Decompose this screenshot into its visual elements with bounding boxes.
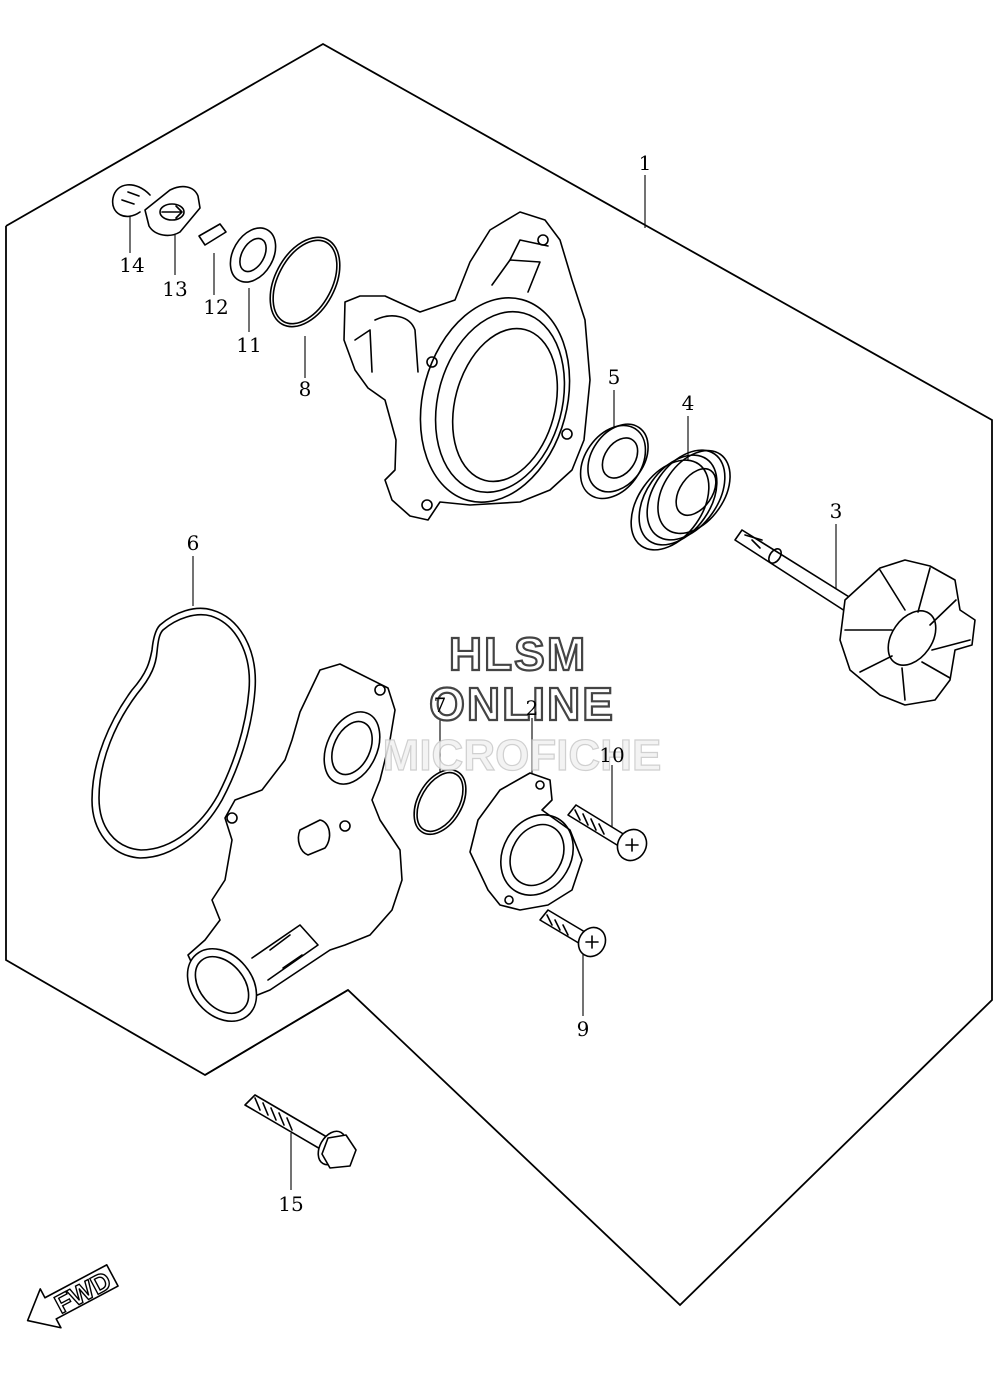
gasket-6	[91, 607, 257, 859]
pin-12	[198, 223, 227, 246]
callout-numbers: 1 2 3 4 5 6 7 8 9 10 11 12 13 14 15	[119, 151, 842, 1216]
screw-9	[539, 909, 607, 958]
callout-9: 9	[577, 1017, 590, 1041]
seal-5	[579, 423, 649, 500]
washer-11	[229, 227, 277, 283]
assembly-outline-inner-step	[204, 989, 349, 1076]
retainer-13	[144, 185, 201, 237]
callout-4: 4	[682, 391, 695, 415]
callout-3: 3	[830, 499, 843, 523]
callout-1: 1	[639, 151, 652, 175]
o-ring-8	[269, 236, 341, 328]
callout-6: 6	[187, 531, 200, 555]
pump-housing	[343, 211, 591, 521]
impeller-shaft-3	[734, 529, 976, 706]
callout-10: 10	[599, 743, 624, 767]
callout-15: 15	[278, 1192, 303, 1216]
flange-bolt-15	[244, 1094, 357, 1169]
callout-12: 12	[203, 295, 228, 319]
callout-13: 13	[162, 277, 187, 301]
o-ring-7	[413, 768, 467, 836]
callout-11: 11	[236, 333, 261, 357]
assembly-outline	[5, 42, 993, 1307]
e-clip-14	[111, 184, 151, 218]
callout-5: 5	[608, 365, 621, 389]
pump-cover	[186, 663, 403, 1023]
watermark-line-2: ONLINE	[429, 678, 615, 730]
leader-lines	[129, 175, 837, 1190]
screw-10	[567, 804, 648, 862]
callout-14: 14	[119, 253, 144, 277]
callout-7: 7	[434, 693, 447, 717]
callout-8: 8	[299, 377, 312, 401]
outlet-fitting-2	[469, 772, 583, 911]
watermark-line-3: MICROFICHE	[383, 731, 662, 780]
callout-2: 2	[526, 696, 539, 720]
watermark: HLSM ONLINE MICROFICHE	[382, 627, 662, 781]
fwd-label: FWD	[50, 1265, 116, 1319]
fwd-direction-arrow: FWD	[26, 1264, 119, 1329]
mechanical-seal-4	[630, 449, 731, 551]
watermark-line-1: HLSM	[449, 628, 587, 680]
